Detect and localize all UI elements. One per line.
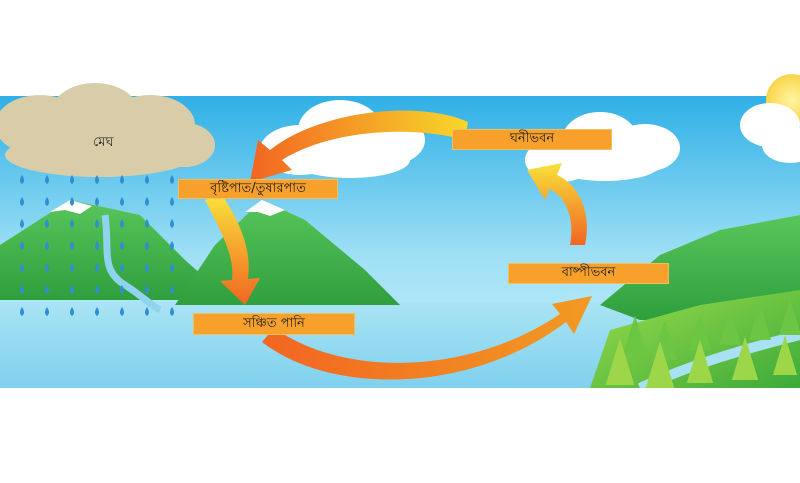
rain-drop bbox=[145, 241, 149, 250]
arrow-precipitation-to-collection bbox=[205, 195, 260, 305]
rain-drop bbox=[45, 175, 49, 184]
rain-drop bbox=[145, 175, 149, 184]
pine-tree bbox=[686, 339, 714, 383]
precipitation-label: বৃষ্টিপাত/তুষারপাত bbox=[178, 179, 338, 199]
rain-drop bbox=[120, 175, 124, 184]
cloud-far-right bbox=[740, 103, 800, 163]
rain-drop bbox=[170, 263, 174, 272]
rain-drop bbox=[20, 175, 24, 184]
river bbox=[101, 214, 162, 314]
rain-cloud bbox=[0, 83, 215, 177]
pine-trees bbox=[605, 299, 800, 388]
rain-drop bbox=[120, 263, 124, 272]
rain-drop bbox=[145, 307, 149, 316]
collection-label: সঞ্চিত পানি bbox=[193, 313, 355, 335]
pine-tree bbox=[689, 314, 711, 350]
rain-drop bbox=[145, 285, 149, 294]
rain-drop bbox=[95, 285, 99, 294]
rain-drop bbox=[170, 197, 174, 206]
snow-cap-middle bbox=[245, 200, 285, 216]
pine-tree bbox=[622, 315, 648, 355]
rain-drop bbox=[120, 197, 124, 206]
pine-tree bbox=[779, 299, 800, 335]
arrow-collection-to-evaporation bbox=[262, 296, 592, 380]
rain-drop bbox=[20, 285, 24, 294]
rain-drop bbox=[45, 241, 49, 250]
rain-drop bbox=[20, 219, 24, 228]
pine-tree bbox=[605, 338, 635, 385]
condensation-label: ঘনীভবন bbox=[452, 129, 612, 150]
rain-drop bbox=[95, 263, 99, 272]
hill-right-back bbox=[600, 215, 800, 320]
rain-drop bbox=[20, 241, 24, 250]
rain-drop bbox=[120, 285, 124, 294]
bottom-border bbox=[0, 388, 800, 483]
rain-drop bbox=[95, 241, 99, 250]
rain-drop bbox=[70, 197, 74, 206]
rain-drop bbox=[20, 263, 24, 272]
rain-drop bbox=[170, 219, 174, 228]
rain-drop bbox=[95, 307, 99, 316]
evaporation-label: বাষ্পীভবন bbox=[508, 263, 669, 284]
arrow-evaporation-to-condensation bbox=[527, 163, 587, 245]
rain-drop bbox=[120, 241, 124, 250]
rain-drop bbox=[170, 307, 174, 316]
rain-drop bbox=[70, 219, 74, 228]
rain-drop bbox=[70, 175, 74, 184]
rain-drop bbox=[70, 263, 74, 272]
rain-drop bbox=[170, 285, 174, 294]
pine-tree bbox=[731, 336, 759, 380]
rain-drops bbox=[20, 175, 174, 316]
rain-drop bbox=[70, 307, 74, 316]
arrow-condensation-to-precipitation bbox=[250, 110, 468, 182]
rain-drop bbox=[145, 197, 149, 206]
rain-drop bbox=[170, 241, 174, 250]
rain-drop bbox=[120, 307, 124, 316]
rain-drop bbox=[45, 285, 49, 294]
rain-drop bbox=[95, 197, 99, 206]
rain-drop bbox=[20, 307, 24, 316]
rain-drop bbox=[45, 219, 49, 228]
pine-tree bbox=[645, 341, 675, 388]
rain-drop bbox=[45, 307, 49, 316]
snow-cap-left bbox=[50, 200, 92, 214]
rain-drop bbox=[145, 219, 149, 228]
rain-drop bbox=[20, 197, 24, 206]
rain-drop bbox=[45, 197, 49, 206]
cloud-label: মেঘ bbox=[93, 135, 114, 150]
mountain-middle bbox=[175, 200, 400, 305]
rain-drop bbox=[95, 175, 99, 184]
rain-drop bbox=[145, 263, 149, 272]
rain-drop bbox=[70, 285, 74, 294]
mountain-left bbox=[0, 200, 230, 300]
rain-drop bbox=[70, 241, 74, 250]
top-border bbox=[0, 0, 800, 96]
pine-tree bbox=[749, 304, 771, 340]
rain-drop bbox=[95, 219, 99, 228]
pine-tree bbox=[772, 335, 798, 375]
pine-tree bbox=[719, 309, 741, 345]
rain-drop bbox=[170, 175, 174, 184]
rain-drop bbox=[45, 263, 49, 272]
rain-drop bbox=[120, 219, 124, 228]
